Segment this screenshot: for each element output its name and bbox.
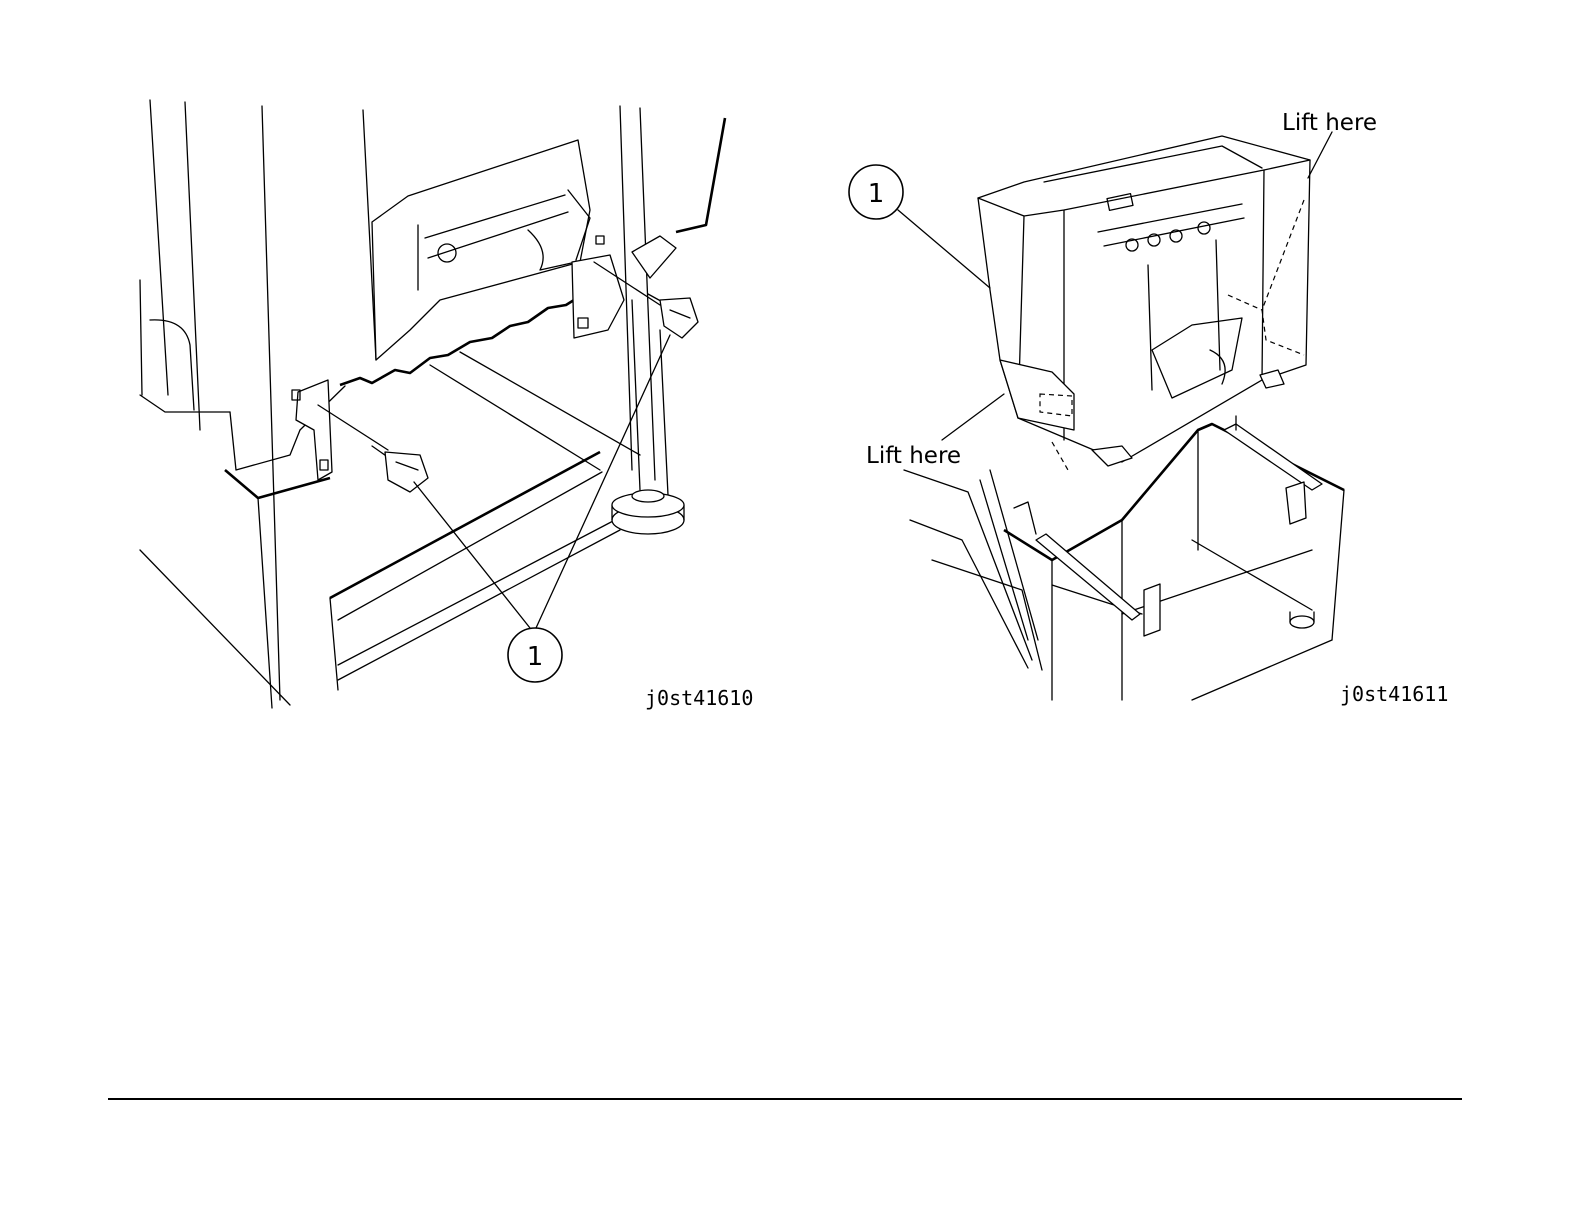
footer-rule — [108, 1098, 1462, 1100]
left-illustration: 1 — [0, 0, 792, 760]
lift-here-label-top: Lift here — [1282, 110, 1377, 136]
callout-1-right-number: 1 — [868, 179, 885, 209]
left-figure: 1 j0st41610 — [0, 0, 792, 760]
thumbscrew-left — [372, 446, 428, 492]
right-illustration: 1 Lift here Lift here — [792, 0, 1584, 760]
callout-1-left-number: 1 — [527, 642, 544, 672]
lift-here-label-bottom: Lift here — [866, 443, 961, 469]
figure-code-right: j0st41611 — [1340, 682, 1448, 706]
callout-1-right: 1 — [849, 165, 903, 219]
figure-code-left: j0st41610 — [645, 686, 753, 710]
callout-1-left: 1 — [508, 628, 562, 682]
thumbscrew-right — [648, 294, 698, 338]
right-figure: 1 Lift here Lift here j0st41611 — [792, 0, 1584, 760]
